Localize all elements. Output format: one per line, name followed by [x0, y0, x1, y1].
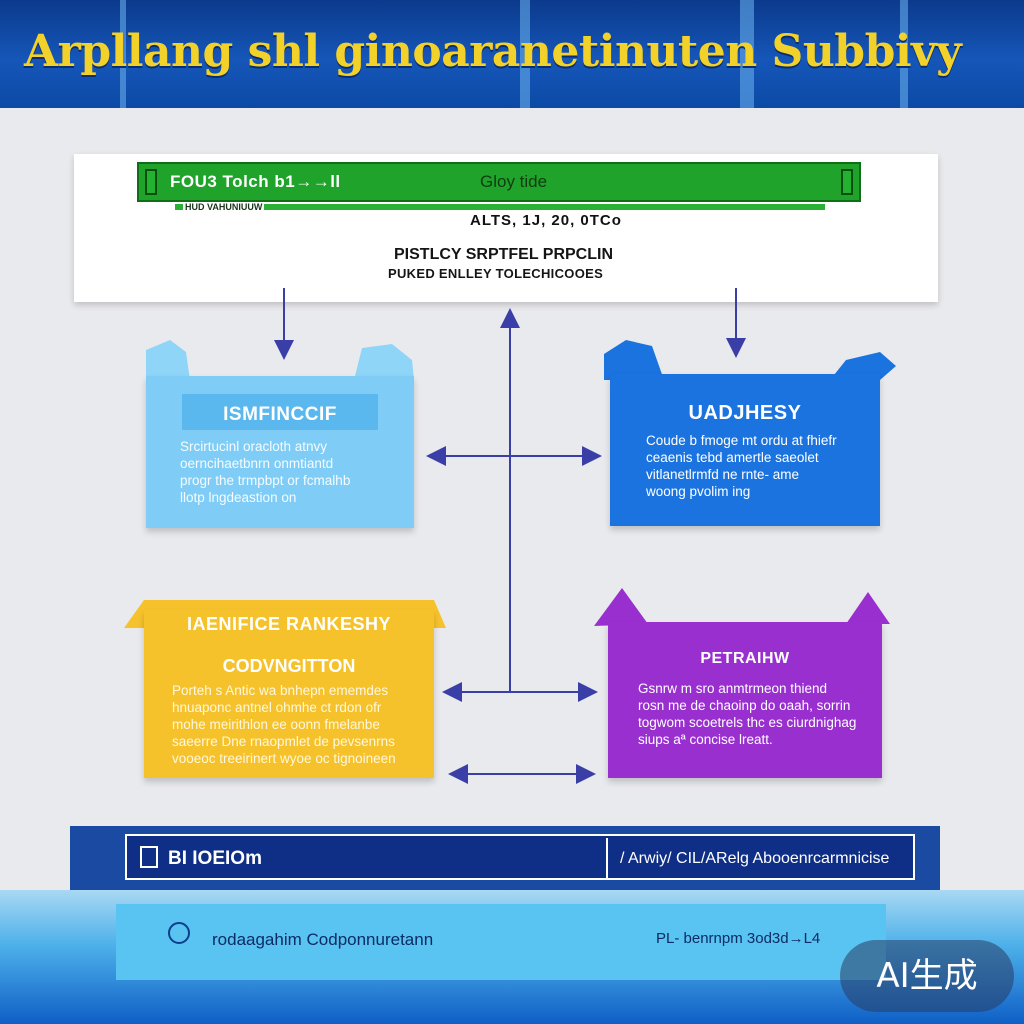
building-icon — [168, 922, 190, 944]
section-box-purple: PETRAIHW Gsnrw m sro anmtrmeon thiend ro… — [608, 622, 882, 778]
green-bar-sublabel: HUD VAHUNIUUW — [183, 202, 265, 212]
blue-tab-left — [604, 340, 664, 380]
footer-divider — [606, 838, 608, 878]
green-bar-left-label: FOU3 Tolch b1→→ll — [170, 172, 341, 191]
bottom-right-label: PL- benrnpm 3od3d→L4 — [656, 930, 821, 947]
green-bar-center-label: Gloy tide — [480, 172, 548, 191]
caption-line-1: PISTLCY SRPTFEL PRPCLIN — [394, 246, 613, 263]
sky-body-text: Srcirtucinl oracloth atnvy oerncihaetbnr… — [180, 439, 351, 505]
green-underline — [175, 204, 825, 210]
blue-body-text: Coude b fmoge mt ordu at fhiefr ceaenis … — [646, 433, 837, 499]
bottom-left-label: rodaagahim Codponnuretann — [212, 930, 434, 949]
sky-heading: ISMFINCCIF — [223, 404, 337, 425]
sky-heading-plate — [182, 394, 378, 430]
ai-generated-badge: AI生成 — [840, 940, 1014, 1012]
purple-tab-right — [846, 592, 890, 624]
green-title-bar — [137, 162, 861, 202]
purple-tab-left — [594, 588, 648, 626]
blue-heading: UADJHESY — [688, 402, 802, 424]
caption-line-2: PUKED ENLLEY TOLECHICOOES — [388, 266, 604, 281]
page-title: Arpllang shl ginoaranetinuten Subbivy — [24, 26, 962, 77]
footer-right-label: / Arwiy/ CIL/ARelg Abooenrcarmnicise — [620, 850, 890, 867]
sky-tab-left — [146, 340, 190, 380]
date-label: ALTS, 1J, 20, 0TCo — [470, 212, 622, 229]
document-icon — [140, 846, 158, 868]
purple-body-text: Gsnrw m sro anmtrmeon thiend rosn me de … — [638, 681, 857, 747]
section-box-blue: UADJHESY Coude b fmoge mt ordu at fhiefr… — [610, 374, 880, 526]
yellow-body-text: Porteh s Antic wa bnhepn ememdes hnuapon… — [172, 683, 396, 766]
yellow-heading: IAENIFICE RANKESHY — [186, 614, 392, 634]
yellow-subheading: CODVNGITTON — [222, 656, 356, 676]
bottom-info-bar — [116, 904, 886, 980]
sky-tab-right — [354, 344, 414, 380]
section-box-sky: ISMFINCCIF Srcirtucinl oracloth atnvy oe… — [146, 376, 414, 528]
blue-tab-right — [830, 352, 896, 380]
footer-left-label: BI IOEIOm — [168, 848, 262, 869]
purple-heading: PETRAIHW — [700, 650, 790, 667]
footer-inner-panel — [125, 834, 915, 880]
header-banner — [0, 0, 1024, 108]
section-box-yellow: IAENIFICE RANKESHY CODVNGITTON Porteh s … — [144, 610, 434, 778]
